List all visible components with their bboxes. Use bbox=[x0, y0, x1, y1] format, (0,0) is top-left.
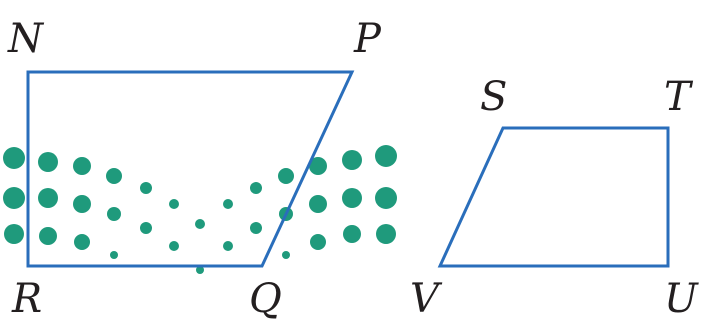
vertex-label-r: R bbox=[11, 276, 42, 321]
decorative-dot bbox=[140, 222, 152, 234]
decorative-dot bbox=[38, 188, 58, 208]
quadrilateral-stuv bbox=[437, 126, 670, 268]
decorative-dot bbox=[39, 227, 57, 245]
decorative-dot bbox=[250, 222, 262, 234]
dotted-band bbox=[3, 145, 397, 274]
decorative-dot bbox=[223, 199, 233, 209]
decorative-dot bbox=[376, 224, 396, 244]
decorative-dot bbox=[110, 251, 118, 259]
decorative-dot bbox=[342, 188, 362, 208]
decorative-dot bbox=[375, 145, 397, 167]
decorative-dot bbox=[342, 150, 362, 170]
decorative-dot bbox=[195, 219, 205, 229]
decorative-dot bbox=[73, 195, 91, 213]
decorative-dot bbox=[309, 195, 327, 213]
decorative-dot bbox=[107, 207, 121, 221]
vertex-label-t: T bbox=[664, 74, 694, 120]
decorative-dot bbox=[3, 187, 25, 209]
quadrilateral-npqr bbox=[26, 70, 355, 268]
decorative-dot bbox=[38, 152, 58, 172]
decorative-dot bbox=[169, 199, 179, 209]
decorative-dot bbox=[282, 251, 290, 259]
decorative-dot bbox=[309, 157, 327, 175]
vertex-label-q: Q bbox=[249, 276, 282, 321]
decorative-dot bbox=[169, 241, 179, 251]
decorative-dot bbox=[3, 147, 25, 169]
decorative-dot bbox=[4, 224, 24, 244]
decorative-dot bbox=[375, 187, 397, 209]
decorative-dot bbox=[223, 241, 233, 251]
vertex-label-n: N bbox=[7, 16, 45, 62]
decorative-dot bbox=[140, 182, 152, 194]
decorative-dot bbox=[196, 266, 204, 274]
decorative-dot bbox=[343, 225, 361, 243]
decorative-dot bbox=[106, 168, 122, 184]
decorative-dot bbox=[73, 157, 91, 175]
decorative-dot bbox=[250, 182, 262, 194]
vertex-label-s: S bbox=[480, 74, 507, 120]
decorative-dot bbox=[278, 168, 294, 184]
decorative-dot bbox=[74, 234, 90, 250]
vertex-label-v: V bbox=[410, 276, 443, 321]
decorative-dot bbox=[310, 234, 326, 250]
vertex-label-p: P bbox=[353, 16, 382, 62]
vertex-label-u: U bbox=[664, 276, 699, 321]
